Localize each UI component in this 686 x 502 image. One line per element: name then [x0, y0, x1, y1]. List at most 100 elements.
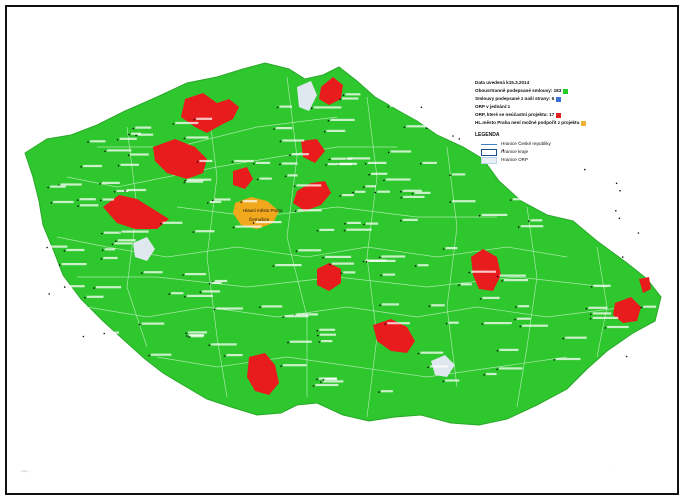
town-dot	[223, 355, 226, 357]
town-dot	[322, 379, 325, 381]
town-dot	[111, 243, 114, 246]
town-label-blur	[279, 105, 292, 108]
town-label-blur	[455, 134, 469, 137]
town-dot	[589, 318, 592, 320]
town-dot	[48, 293, 50, 295]
town-label-blur	[504, 279, 528, 282]
town-label-blur	[103, 231, 121, 234]
town-dot	[184, 296, 186, 298]
town-label-blur	[481, 213, 508, 216]
town-label-blur	[226, 354, 243, 357]
town-label-blur	[592, 312, 612, 315]
town-dot	[101, 249, 104, 251]
town-label-blur	[371, 172, 388, 175]
town-dot	[339, 98, 341, 101]
town-label-blur	[214, 198, 231, 201]
orp-red-4	[233, 167, 253, 189]
town-dot	[127, 154, 130, 157]
town-dot	[584, 168, 586, 171]
town-label-blur	[196, 117, 213, 120]
town-label-blur	[127, 188, 147, 192]
town-dot	[343, 229, 346, 232]
town-dot	[207, 202, 209, 204]
town-dot	[519, 325, 521, 328]
town-dot	[168, 293, 170, 295]
town-dot	[383, 179, 385, 182]
town-dot	[403, 126, 406, 128]
town-dot	[362, 260, 365, 263]
town-dot	[427, 366, 429, 369]
town-label-blur	[381, 255, 406, 258]
town-label-blur	[195, 230, 215, 233]
town-label-blur	[209, 200, 222, 203]
town-label-blur	[175, 121, 199, 125]
town-dot	[458, 284, 460, 287]
town-label-blur	[368, 259, 396, 262]
town-label-blur	[143, 271, 163, 274]
town-dot	[279, 163, 281, 166]
town-label-blur	[102, 198, 115, 201]
town-dot	[374, 191, 377, 194]
town-label-blur	[586, 167, 598, 170]
town-label-blur	[387, 322, 410, 325]
town-label-blur	[315, 383, 339, 387]
town-label-blur	[499, 274, 526, 277]
town-dot	[502, 149, 505, 151]
town-label-blur	[643, 305, 657, 308]
town-label-blur	[141, 322, 165, 325]
town-label-blur	[621, 216, 641, 219]
town-label-blur	[325, 378, 338, 381]
town-dot	[400, 197, 403, 199]
legend-section-title: LEGENDA	[475, 132, 500, 138]
town-label-blur	[135, 126, 152, 129]
town-dot	[419, 163, 422, 165]
town-label-blur	[402, 189, 422, 192]
town-dot	[103, 332, 105, 335]
town-dot	[213, 308, 216, 311]
town-label-blur	[90, 140, 106, 143]
town-dot	[148, 354, 150, 357]
footer-right: ...	[607, 469, 610, 473]
town-label-blur	[484, 322, 512, 325]
town-dot	[76, 199, 79, 201]
town-dot	[384, 323, 387, 325]
region-border-box	[481, 148, 497, 156]
town-label-blur	[422, 161, 437, 164]
town-label-blur	[319, 228, 335, 231]
town-label-blur	[116, 189, 129, 192]
town-dot	[325, 164, 327, 166]
town-dot	[640, 306, 643, 309]
town-label-blur	[385, 178, 411, 181]
town-dot	[141, 272, 143, 274]
town-dot	[312, 385, 315, 387]
town-dot	[553, 359, 555, 361]
town-dot	[514, 318, 516, 321]
town-label-blur	[445, 247, 458, 250]
town-label-blur	[296, 313, 318, 316]
town-dot	[604, 327, 606, 329]
legend-row-our-side: Smlouvy podepsané z naší strany: 6	[475, 95, 650, 103]
town-label-blur	[235, 225, 262, 228]
town-dot	[272, 265, 275, 267]
town-label-blur	[431, 304, 445, 307]
orp-red-3	[103, 195, 169, 229]
town-dot	[77, 205, 79, 207]
orange-swatch	[581, 120, 587, 126]
town-label-blur	[313, 106, 342, 109]
town-label-blur	[211, 281, 222, 284]
town-dot	[344, 223, 346, 225]
town-dot	[113, 191, 116, 193]
green-swatch	[563, 88, 569, 94]
town-label-blur	[530, 219, 543, 222]
town-label-blur	[66, 248, 85, 252]
town-dot	[183, 137, 186, 140]
town-dot	[232, 226, 235, 229]
town-dot	[115, 240, 117, 242]
town-label-blur	[346, 228, 372, 231]
town-label-blur	[106, 331, 120, 334]
town-label-blur	[186, 294, 213, 297]
town-dot	[428, 305, 431, 308]
town-dot	[99, 183, 101, 185]
town-label-blur	[355, 190, 366, 193]
town-label-blur	[430, 365, 448, 368]
